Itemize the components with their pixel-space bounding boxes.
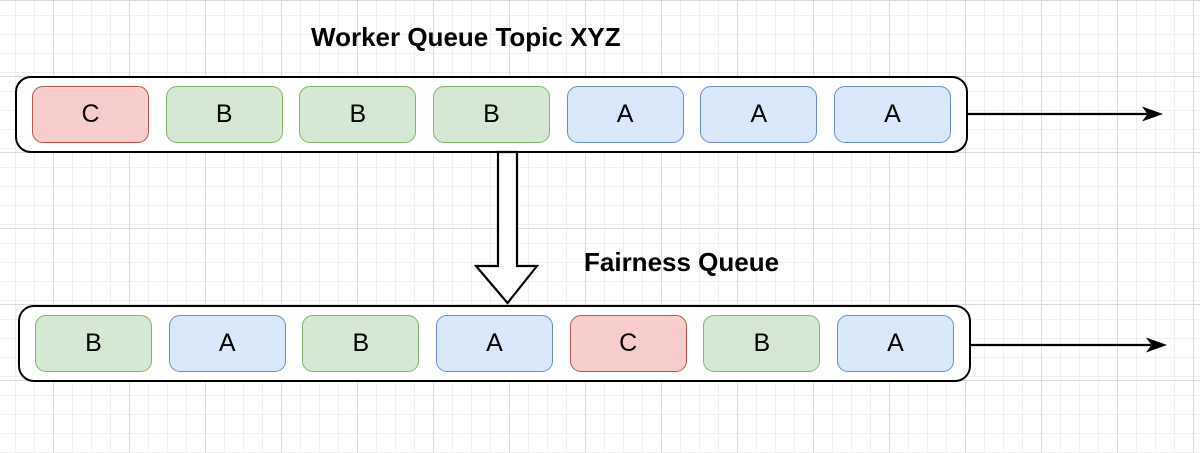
fairness-queue-container: B A B A C B A	[18, 305, 971, 382]
queue-item: B	[432, 86, 550, 143]
queue-item: B	[703, 315, 821, 372]
arrow-down-hollow-icon	[473, 150, 540, 305]
queue-item: A	[435, 315, 553, 372]
queue-item: B	[35, 315, 152, 372]
queue-item: A	[566, 86, 684, 143]
worker-queue-title: Worker Queue Topic XYZ	[311, 22, 621, 52]
arrow-right-icon	[971, 337, 1167, 353]
queue-item: C	[569, 315, 687, 372]
queue-item: B	[299, 86, 417, 143]
queue-item: A	[833, 86, 951, 143]
queue-item: B	[302, 315, 420, 372]
arrow-right-icon	[967, 106, 1163, 122]
fairness-queue-title: Fairness Queue	[584, 247, 780, 277]
queue-item: C	[32, 86, 149, 143]
queue-item: A	[836, 315, 954, 372]
queue-item: A	[700, 86, 818, 143]
worker-queue-container: C B B B A A A	[15, 76, 968, 153]
queue-item: A	[168, 315, 286, 372]
queue-item: B	[165, 86, 283, 143]
